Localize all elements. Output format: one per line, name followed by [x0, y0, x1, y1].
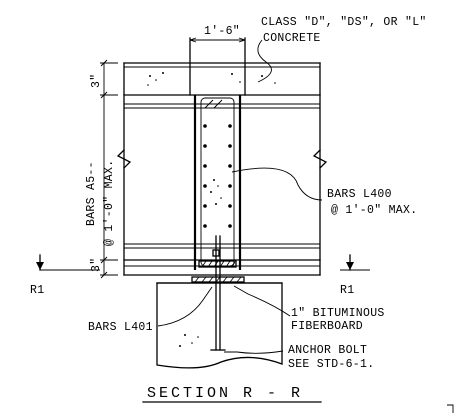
upper-girder: [116, 62, 328, 276]
fiberboard-label-2: FIBERBOARD: [291, 320, 363, 333]
dim-left-bottom: 3": [90, 258, 103, 272]
concrete-label-2: CONCRETE: [263, 32, 321, 45]
section-mark-left: R1: [30, 284, 44, 297]
dim-left-top: 3": [90, 74, 103, 88]
dim-top-width: 1'-6": [204, 25, 240, 38]
corner-mark: [447, 404, 454, 413]
anchor-bolt-label-1: ANCHOR BOLT: [288, 344, 367, 357]
fiberboard-label-1: 1" BITUMINOUS: [291, 307, 385, 320]
anchor-bolt-label-2: SEE STD-6-1.: [288, 358, 374, 371]
section-title: SECTION R - R: [147, 385, 303, 402]
bars-a5-label-1: BARS A5--: [85, 161, 98, 226]
bars-a5-label-2: @ 1'-0" MAX.: [103, 160, 116, 246]
bars-l401-label: BARS L401: [88, 321, 153, 334]
bars-l400-label-2: @ 1'-0" MAX.: [331, 204, 417, 217]
concrete-label-1: CLASS "D", "DS", OR "L": [261, 16, 427, 29]
diaphragm-wall: [189, 37, 246, 270]
section-mark-right: R1: [340, 284, 354, 297]
pier-cap: [156, 235, 283, 369]
dimension-lines: [36, 37, 370, 279]
bars-l400-label-1: BARS L400: [327, 188, 392, 201]
leader-lines: [157, 39, 323, 354]
